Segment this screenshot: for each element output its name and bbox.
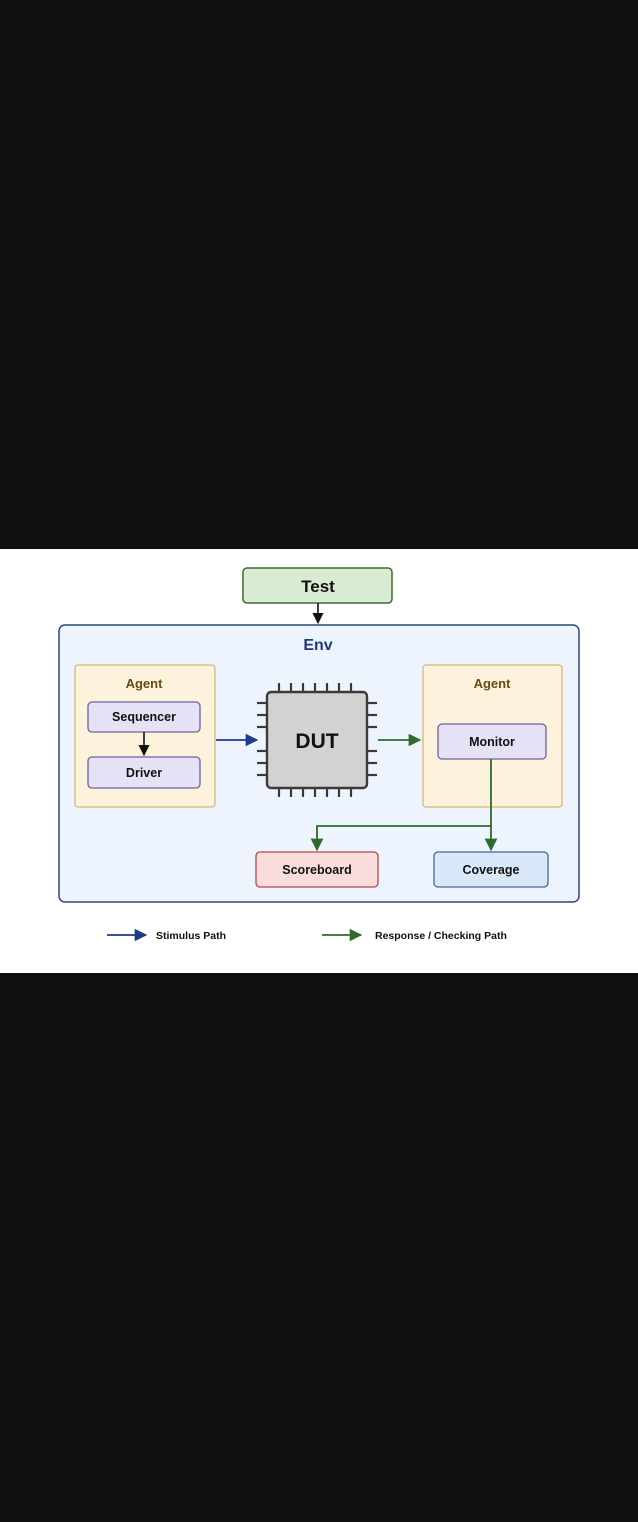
diagram-panel: Test Env Agent Sequencer Driver xyxy=(0,549,638,973)
legend-stimulus-label: Stimulus Path xyxy=(156,930,226,942)
agent-left-label: Agent xyxy=(126,676,164,691)
scoreboard-label: Scoreboard xyxy=(282,863,351,877)
driver-node: Driver xyxy=(87,756,201,789)
sequencer-label: Sequencer xyxy=(112,710,176,724)
monitor-label: Monitor xyxy=(469,735,515,749)
monitor-fanout xyxy=(310,759,498,852)
uvm-diagram: Test Env Agent Sequencer Driver xyxy=(58,567,580,942)
driver-label: Driver xyxy=(126,766,162,780)
legend: Stimulus Path Response / Checking Path xyxy=(107,928,507,942)
env-label: Env xyxy=(303,637,332,654)
sequencer-node: Sequencer xyxy=(87,701,201,733)
coverage-label: Coverage xyxy=(463,863,520,877)
monitor-to-scoreboard-arrow xyxy=(310,825,491,852)
test-label: Test xyxy=(301,577,335,596)
scoreboard-node: Scoreboard xyxy=(255,851,379,888)
test-node: Test xyxy=(242,567,393,604)
coverage-node: Coverage xyxy=(433,851,549,888)
agent-right-label: Agent xyxy=(474,676,512,691)
monitor-node: Monitor xyxy=(437,723,547,760)
dut-label: DUT xyxy=(295,730,338,753)
dut-chip: DUT xyxy=(257,683,377,797)
legend-response-label: Response / Checking Path xyxy=(375,930,507,942)
chip-pins xyxy=(257,683,377,797)
